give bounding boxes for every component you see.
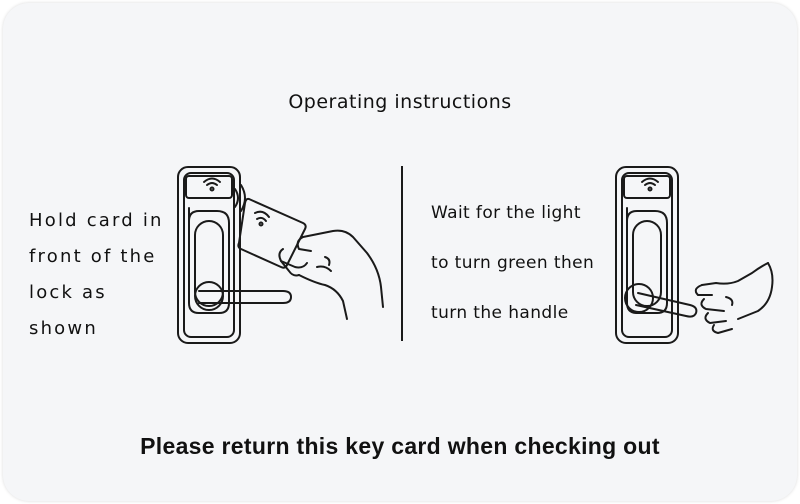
wireless-signal-icon: [641, 177, 659, 192]
left-instruction-line: Hold card in: [29, 210, 164, 231]
right-instruction-line: turn the handle: [431, 303, 569, 323]
divider: [401, 166, 403, 341]
left-instruction-line: front of the: [29, 246, 157, 267]
hand-icon: [278, 229, 384, 320]
hand-icon: [694, 262, 774, 334]
key-card-icon: [237, 197, 307, 269]
door-lock-icon: [177, 166, 292, 344]
footer-notice: Please return this key card when checkin…: [140, 433, 660, 459]
right-instruction-line: Wait for the light: [431, 203, 581, 223]
left-instruction-line: lock as: [29, 282, 107, 303]
wireless-signal-icon: [234, 184, 246, 212]
right-instruction-line: to turn green then: [431, 253, 595, 273]
door-handle-icon: [635, 292, 698, 318]
right-instruction: Wait for the light to turn green then tu…: [431, 203, 594, 353]
door-lock-icon: [615, 166, 679, 344]
page-title: Operating instructions: [288, 91, 512, 113]
key-card-sleeve: Operating instructions Hold card in fron…: [3, 3, 797, 501]
wireless-signal-icon: [203, 177, 221, 192]
left-instruction-line: shown: [29, 318, 98, 339]
left-instruction: Hold card in front of the lock as shown: [29, 203, 164, 347]
